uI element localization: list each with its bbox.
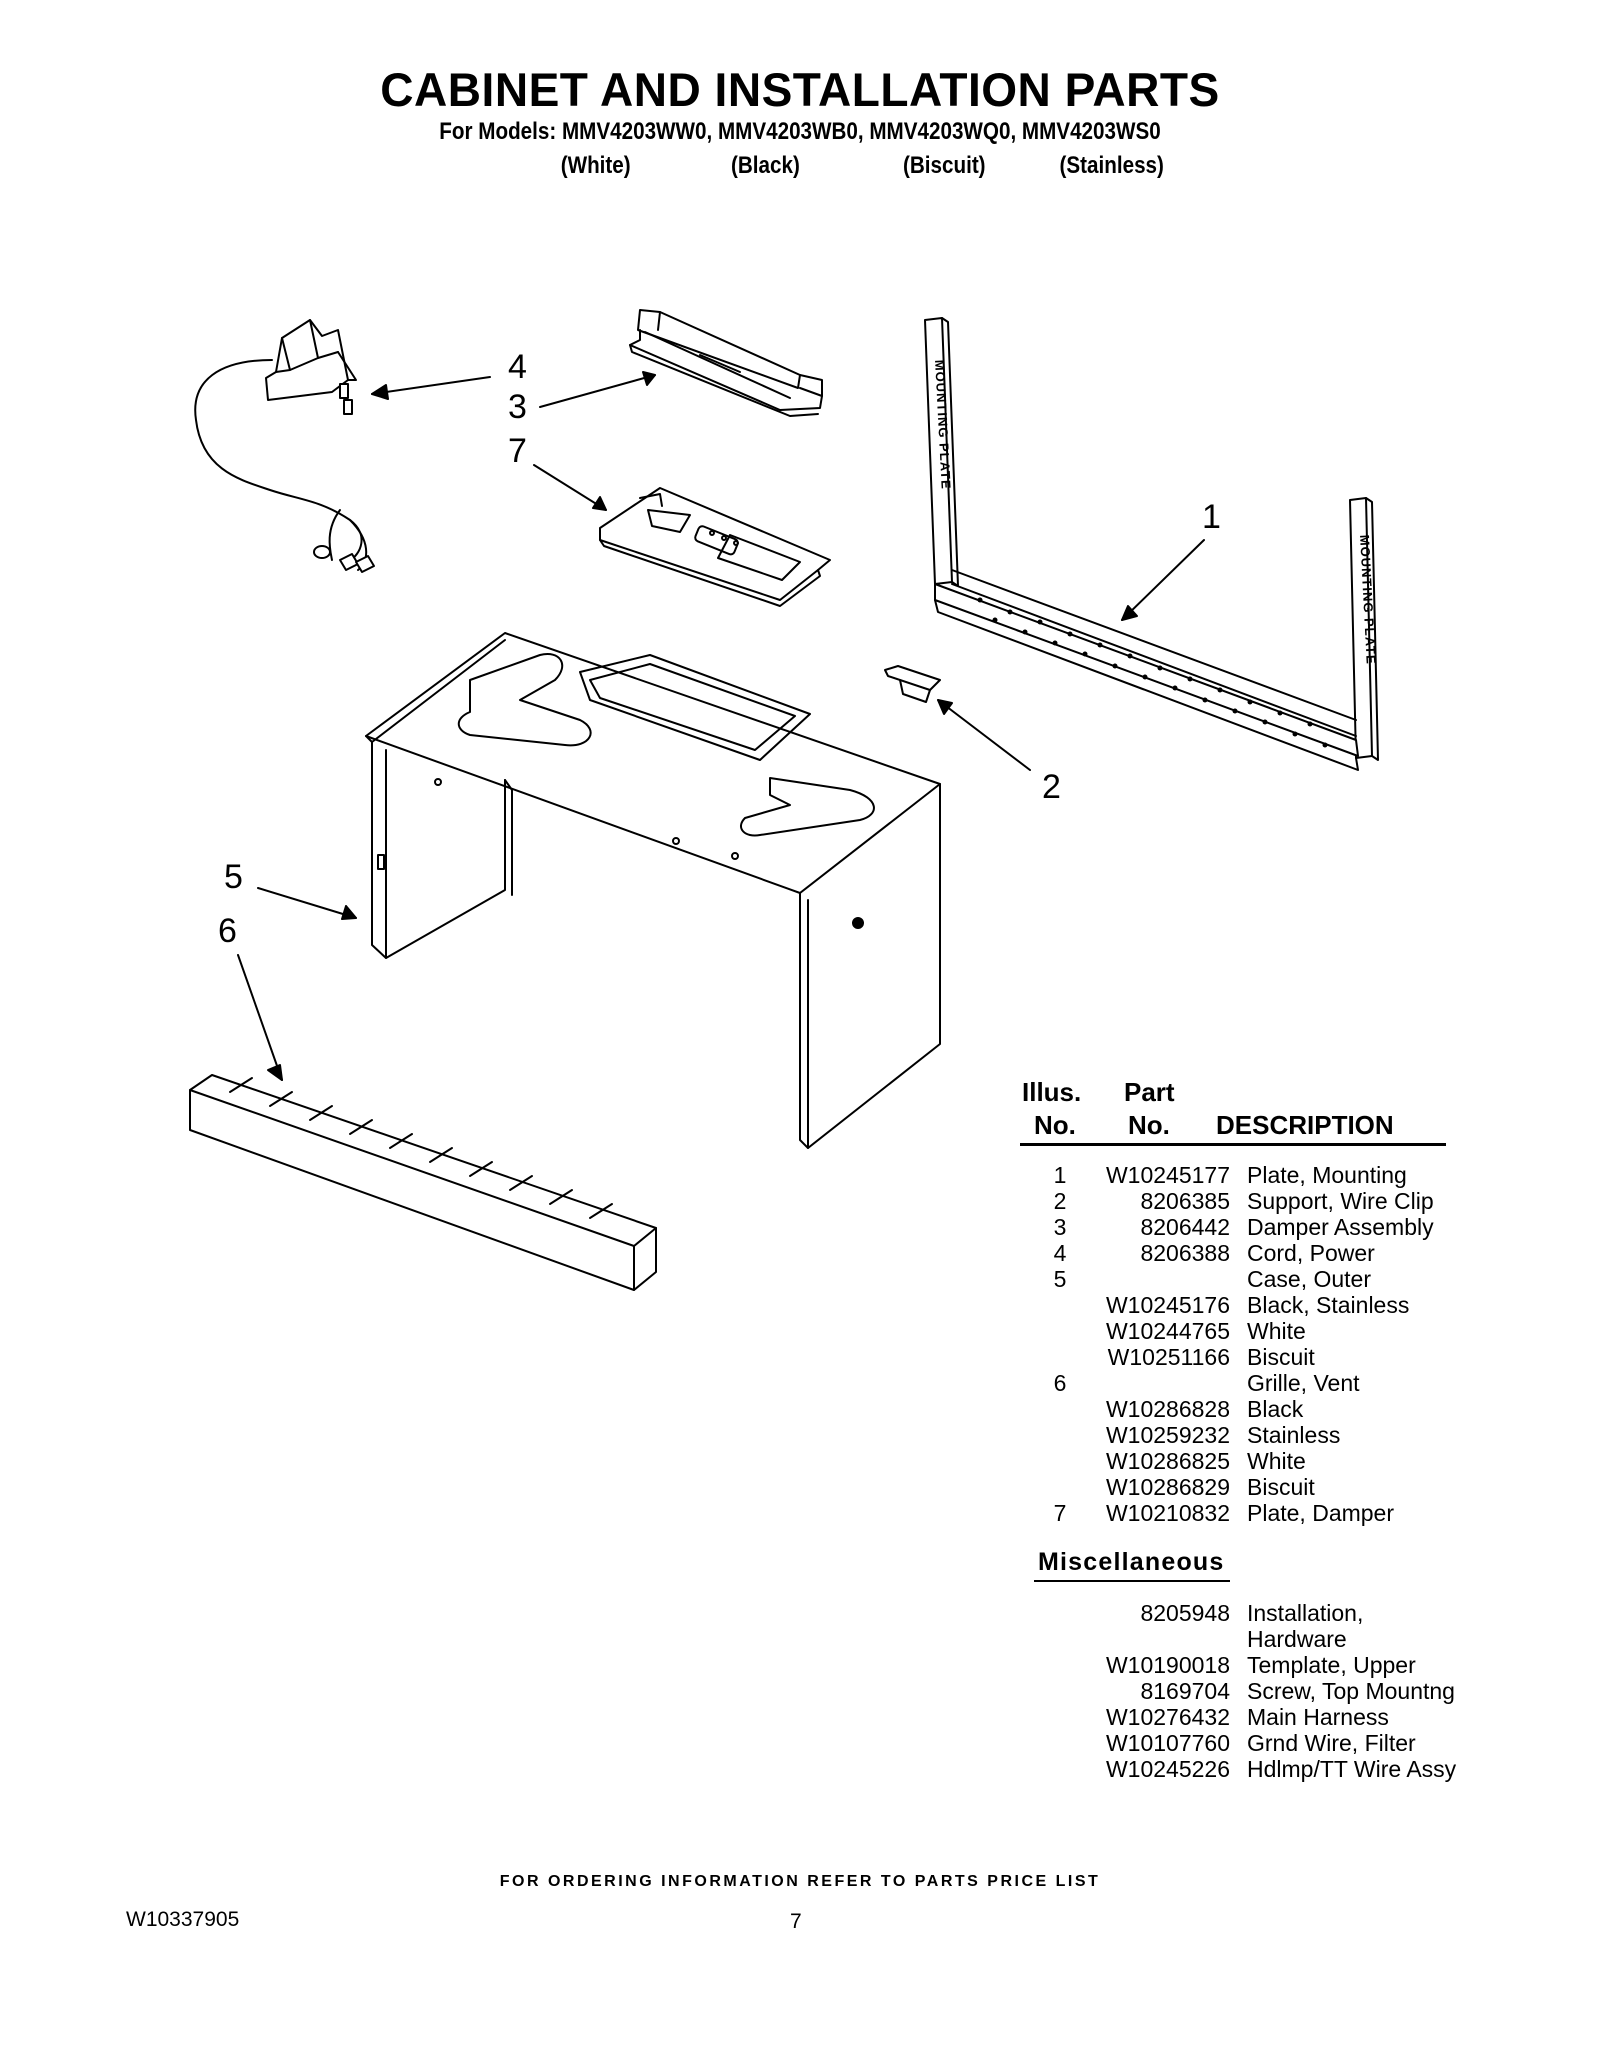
row-part: W10210832 bbox=[1040, 1500, 1230, 1527]
header-description: DESCRIPTION bbox=[1216, 1110, 1394, 1141]
damper-assembly-part bbox=[630, 310, 822, 416]
row-description: Plate, Damper bbox=[1247, 1500, 1394, 1527]
row-description: Hdlmp/TT Wire Assy bbox=[1247, 1756, 1456, 1783]
row-description: Hardware bbox=[1247, 1626, 1347, 1653]
row-part: W10245177 bbox=[1040, 1162, 1230, 1189]
row-description: Grille, Vent bbox=[1247, 1370, 1360, 1397]
row-part: W10190018 bbox=[1040, 1652, 1230, 1679]
row-part: W10259232 bbox=[1040, 1422, 1230, 1449]
header-part-line1: Part bbox=[1124, 1077, 1175, 1108]
row-description: Damper Assembly bbox=[1247, 1214, 1434, 1241]
row-description: Installation, bbox=[1247, 1600, 1363, 1627]
row-illus: 6 bbox=[1040, 1370, 1080, 1397]
row-description: Black, Stainless bbox=[1247, 1292, 1409, 1319]
row-description: Cord, Power bbox=[1247, 1240, 1375, 1267]
row-part: W10286825 bbox=[1040, 1448, 1230, 1475]
page-number: 7 bbox=[790, 1910, 802, 1934]
row-description: Black bbox=[1247, 1396, 1303, 1423]
row-description: Support, Wire Clip bbox=[1247, 1188, 1434, 1215]
row-part: W10244765 bbox=[1040, 1318, 1230, 1345]
row-part: W10245226 bbox=[1040, 1756, 1230, 1783]
document-number: W10337905 bbox=[126, 1908, 239, 1932]
header-illus-line1: Illus. bbox=[1022, 1077, 1081, 1108]
callout-6: 6 bbox=[218, 912, 237, 951]
damper-plate-part bbox=[600, 488, 830, 606]
row-part: 8206385 bbox=[1040, 1188, 1230, 1215]
misc-section-title: Miscellaneous bbox=[1038, 1548, 1225, 1577]
row-part: W10276432 bbox=[1040, 1704, 1230, 1731]
callout-2: 2 bbox=[1042, 768, 1061, 807]
row-part: W10251166 bbox=[1040, 1344, 1230, 1371]
row-part: W10245176 bbox=[1040, 1292, 1230, 1319]
row-part: 8206388 bbox=[1040, 1240, 1230, 1267]
callout-5: 5 bbox=[224, 858, 243, 897]
header-rule bbox=[1020, 1143, 1446, 1146]
callout-7: 7 bbox=[508, 432, 527, 471]
outer-case-part bbox=[366, 633, 940, 1148]
ordering-note: FOR ORDERING INFORMATION REFER TO PARTS … bbox=[0, 1873, 1600, 1891]
callout-3: 3 bbox=[508, 388, 527, 427]
row-description: Screw, Top Mountng bbox=[1247, 1678, 1455, 1705]
row-illus: 5 bbox=[1040, 1266, 1080, 1293]
row-description: Stainless bbox=[1247, 1422, 1340, 1449]
row-description: White bbox=[1247, 1448, 1306, 1475]
row-part: W10107760 bbox=[1040, 1730, 1230, 1757]
wire-clip-support-part bbox=[885, 666, 940, 702]
row-description: Biscuit bbox=[1247, 1344, 1315, 1371]
row-description: Case, Outer bbox=[1247, 1266, 1371, 1293]
power-cord-part bbox=[195, 320, 374, 572]
header-part-line2: No. bbox=[1128, 1110, 1170, 1141]
row-description: Grnd Wire, Filter bbox=[1247, 1730, 1416, 1757]
callout-1: 1 bbox=[1202, 498, 1221, 537]
callout-4: 4 bbox=[508, 348, 527, 387]
row-description: Main Harness bbox=[1247, 1704, 1389, 1731]
mounting-plate-part: MOUNTING PLATE MOUNTING PLATE bbox=[925, 318, 1379, 770]
row-part: 8205948 bbox=[1040, 1600, 1230, 1627]
misc-title-rule bbox=[1034, 1580, 1230, 1582]
row-description: Template, Upper bbox=[1247, 1652, 1416, 1679]
row-description: Biscuit bbox=[1247, 1474, 1315, 1501]
header-illus-line2: No. bbox=[1034, 1110, 1076, 1141]
row-part: 8206442 bbox=[1040, 1214, 1230, 1241]
row-part: W10286829 bbox=[1040, 1474, 1230, 1501]
row-part: W10286828 bbox=[1040, 1396, 1230, 1423]
row-description: Plate, Mounting bbox=[1247, 1162, 1407, 1189]
row-description: White bbox=[1247, 1318, 1306, 1345]
row-part: 8169704 bbox=[1040, 1678, 1230, 1705]
vent-grille-part bbox=[190, 1075, 656, 1290]
